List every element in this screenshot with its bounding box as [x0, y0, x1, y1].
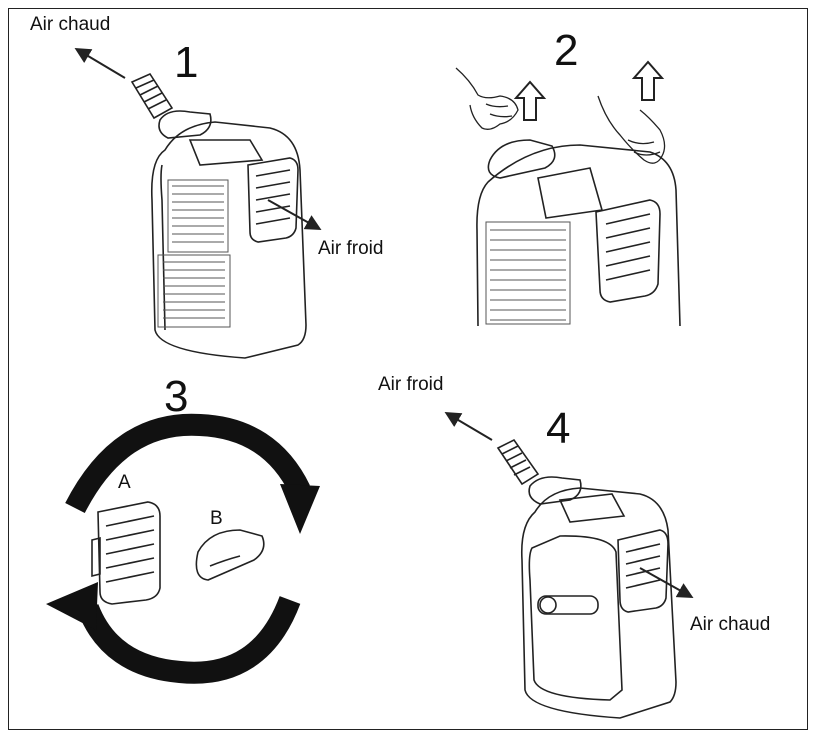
panel-1-step-number: 1: [174, 38, 199, 87]
panel-3-part-a-label: A: [118, 472, 131, 493]
panel-1-unit: [74, 47, 322, 359]
panel-1-side-grill: [157, 179, 231, 328]
panel-4-exhaust-hose: [496, 438, 582, 505]
panel-4-hot-air-arrow: [639, 567, 694, 598]
panel-2-unit: [455, 60, 681, 327]
panel-4-step-number: 4: [546, 404, 571, 453]
panel-3-bottom-arc: [77, 595, 301, 684]
panel-2-left-hand: [455, 67, 519, 130]
panel-4-cold-air-arrow: [444, 411, 493, 441]
panel-3-rotation: [46, 413, 320, 684]
panel-4-front-outlet: [617, 529, 669, 613]
panel-3-part-a: [91, 501, 161, 605]
panel-3-top-arc: [65, 413, 310, 514]
panel-4-front-door: [528, 535, 623, 701]
diagram-frame: [8, 8, 808, 730]
panel-2-up-arrow-left: [513, 80, 547, 121]
panel-2-side-grill: [485, 221, 571, 325]
panel-2-front-outlet: [595, 199, 661, 303]
panel-1-hot-air-arrow: [74, 47, 126, 79]
panel-3-step-number: 3: [164, 372, 189, 421]
panel-3-part-b-label: B: [210, 508, 223, 529]
panel-2-up-arrow-right: [631, 60, 665, 101]
panel-1-exhaust-hose: [130, 72, 212, 139]
panel-2-step-number: 2: [554, 26, 579, 75]
panel-2-right-hand: [597, 95, 666, 164]
panel-1-cold-air-arrow: [267, 199, 322, 230]
panel-1-front-outlet: [247, 157, 299, 243]
panel-3-bottom-arrowhead: [46, 582, 98, 630]
panel-4-hot-air-label: Air chaud: [690, 614, 771, 635]
panel-4-unit: [444, 411, 694, 719]
panel-2-adapter: [487, 139, 556, 179]
panel-1-cold-air-label: Air froid: [318, 238, 384, 259]
panel-3-top-arrowhead: [280, 484, 320, 534]
panel-3-part-b: [195, 529, 265, 581]
panel-4-cold-air-label: Air froid: [378, 374, 444, 395]
panel-1-hot-air-label: Air chaud: [30, 14, 111, 35]
